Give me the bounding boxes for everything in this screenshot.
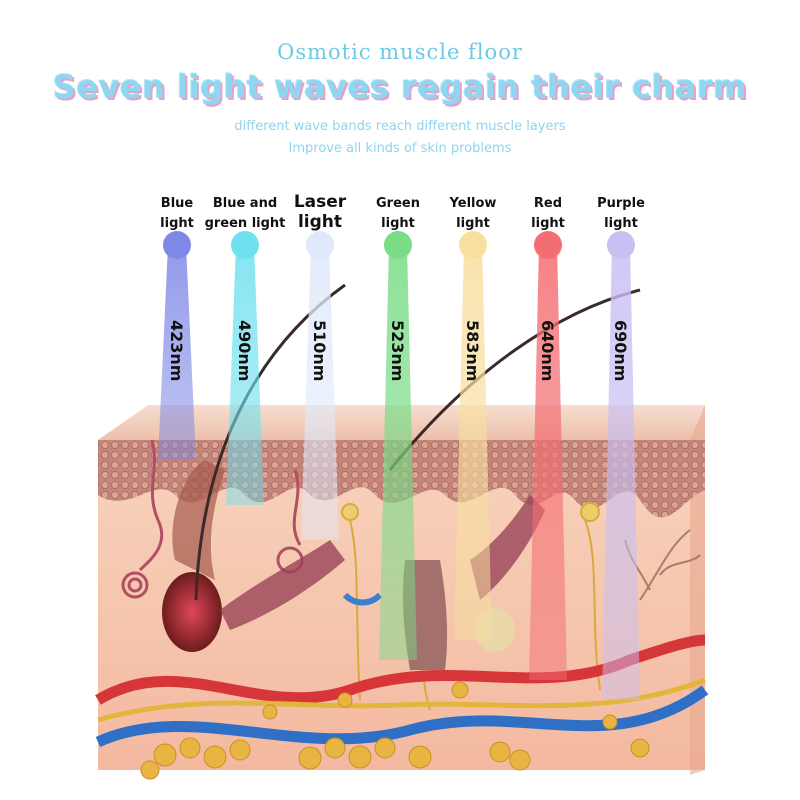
- light-beam-2: 490nm: [226, 231, 264, 505]
- light-beam-7: 690nm: [602, 231, 640, 700]
- light-name-line1: Blue: [161, 196, 194, 211]
- artery: [95, 634, 706, 705]
- light-source-dot: [163, 231, 191, 259]
- light-beam-4: 523nm: [379, 231, 417, 660]
- nerve-ending: [342, 592, 383, 606]
- wavelength-label: 583nm: [463, 320, 482, 381]
- tagline-skin-problems: Improve all kinds of skin problems: [288, 141, 512, 156]
- beam-shaft: [454, 245, 492, 640]
- wavelength-label: 690nm: [611, 320, 630, 381]
- light-beam-5: 583nm: [454, 231, 492, 640]
- beam-shaft: [301, 245, 339, 540]
- light-name-line2: green light: [205, 216, 286, 231]
- beam-shaft: [158, 245, 196, 460]
- light-name-line2: light: [531, 216, 565, 231]
- light-name-line2: light: [160, 216, 194, 231]
- wavelength-label: 523nm: [388, 320, 407, 381]
- light-source-dot: [384, 231, 412, 259]
- light-beam-1: 423nm: [158, 231, 196, 460]
- light-source-dot: [534, 231, 562, 259]
- fat-cells: [140, 681, 650, 780]
- light-name-line2: light: [456, 216, 490, 231]
- arrector-muscle: [220, 540, 345, 630]
- headline: Seven light waves regain their charm: [52, 68, 748, 106]
- wavelength-label: 490nm: [235, 320, 254, 381]
- hair-strand: [388, 288, 641, 471]
- beam-shaft: [226, 245, 264, 505]
- light-name-line1: Purple: [597, 196, 645, 211]
- beam-shaft: [379, 245, 417, 660]
- light-name-line1: Green: [376, 196, 420, 211]
- light-source-dot: [607, 231, 635, 259]
- light-name-line1: Laser: [294, 192, 347, 212]
- light-name-line1: Blue and: [213, 196, 277, 211]
- light-name-line2: light: [298, 212, 342, 232]
- nerve-trunk: [97, 677, 706, 723]
- light-source-dot: [306, 231, 334, 259]
- wavelength-label: 510nm: [310, 320, 329, 381]
- subtitle: Osmotic muscle floor: [277, 40, 523, 64]
- light-beam-3: 510nm: [301, 231, 339, 540]
- wavelength-label: 423nm: [167, 320, 186, 381]
- light-name-line2: light: [381, 216, 415, 231]
- beam-shaft: [529, 245, 567, 680]
- light-name-line2: light: [604, 216, 638, 231]
- light-name-line1: Yellow: [449, 196, 497, 211]
- light-beam-6: 640nm: [529, 231, 567, 680]
- light-name-line1: Red: [534, 196, 562, 211]
- light-source-dot: [459, 231, 487, 259]
- wavelength-label: 640nm: [538, 320, 557, 381]
- beam-shaft: [602, 245, 640, 700]
- light-beams: 423nm 490nm 510nm 523nm 583nm 640nm 690nm: [158, 231, 640, 700]
- light-source-dot: [231, 231, 259, 259]
- tagline-wave-bands: different wave bands reach different mus…: [234, 119, 566, 134]
